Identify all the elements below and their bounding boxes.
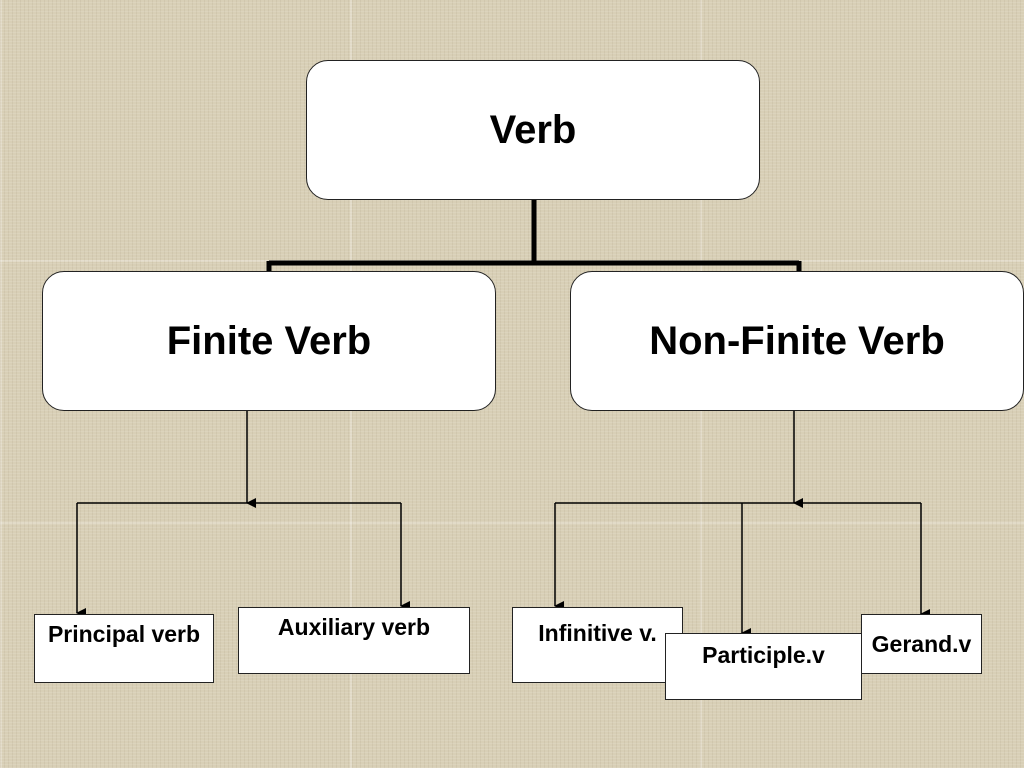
branch-label-finite: Finite Verb	[166, 318, 372, 363]
leaf-node-auxiliary-verb: Auxiliary verb	[238, 607, 470, 674]
branch-node-finite-verb: Finite Verb	[42, 271, 496, 411]
non-finite-connector	[554, 411, 930, 638]
root-label: Verb	[489, 107, 577, 152]
leaf-label-infinitive: Infinitive v.	[538, 620, 657, 646]
branch-label-non-finite: Non-Finite Verb	[649, 318, 945, 363]
leaf-node-gerand: Gerand.v	[861, 614, 982, 674]
leaf-label-auxiliary: Auxiliary verb	[277, 614, 431, 640]
finite-connector	[76, 411, 410, 618]
leaf-label-participle: Participle.v	[702, 642, 825, 668]
root-node-verb: Verb	[306, 60, 760, 200]
branch-node-non-finite-verb: Non-Finite Verb	[570, 271, 1024, 411]
leaf-node-infinitive: Infinitive v.	[512, 607, 683, 683]
leaf-label-gerand: Gerand.v	[871, 630, 972, 657]
root-connector	[266, 200, 802, 271]
leaf-node-participle: Participle.v	[665, 633, 862, 700]
leaf-node-principal-verb: Principal verb	[34, 614, 214, 683]
leaf-label-principal: Principal verb	[47, 621, 201, 647]
